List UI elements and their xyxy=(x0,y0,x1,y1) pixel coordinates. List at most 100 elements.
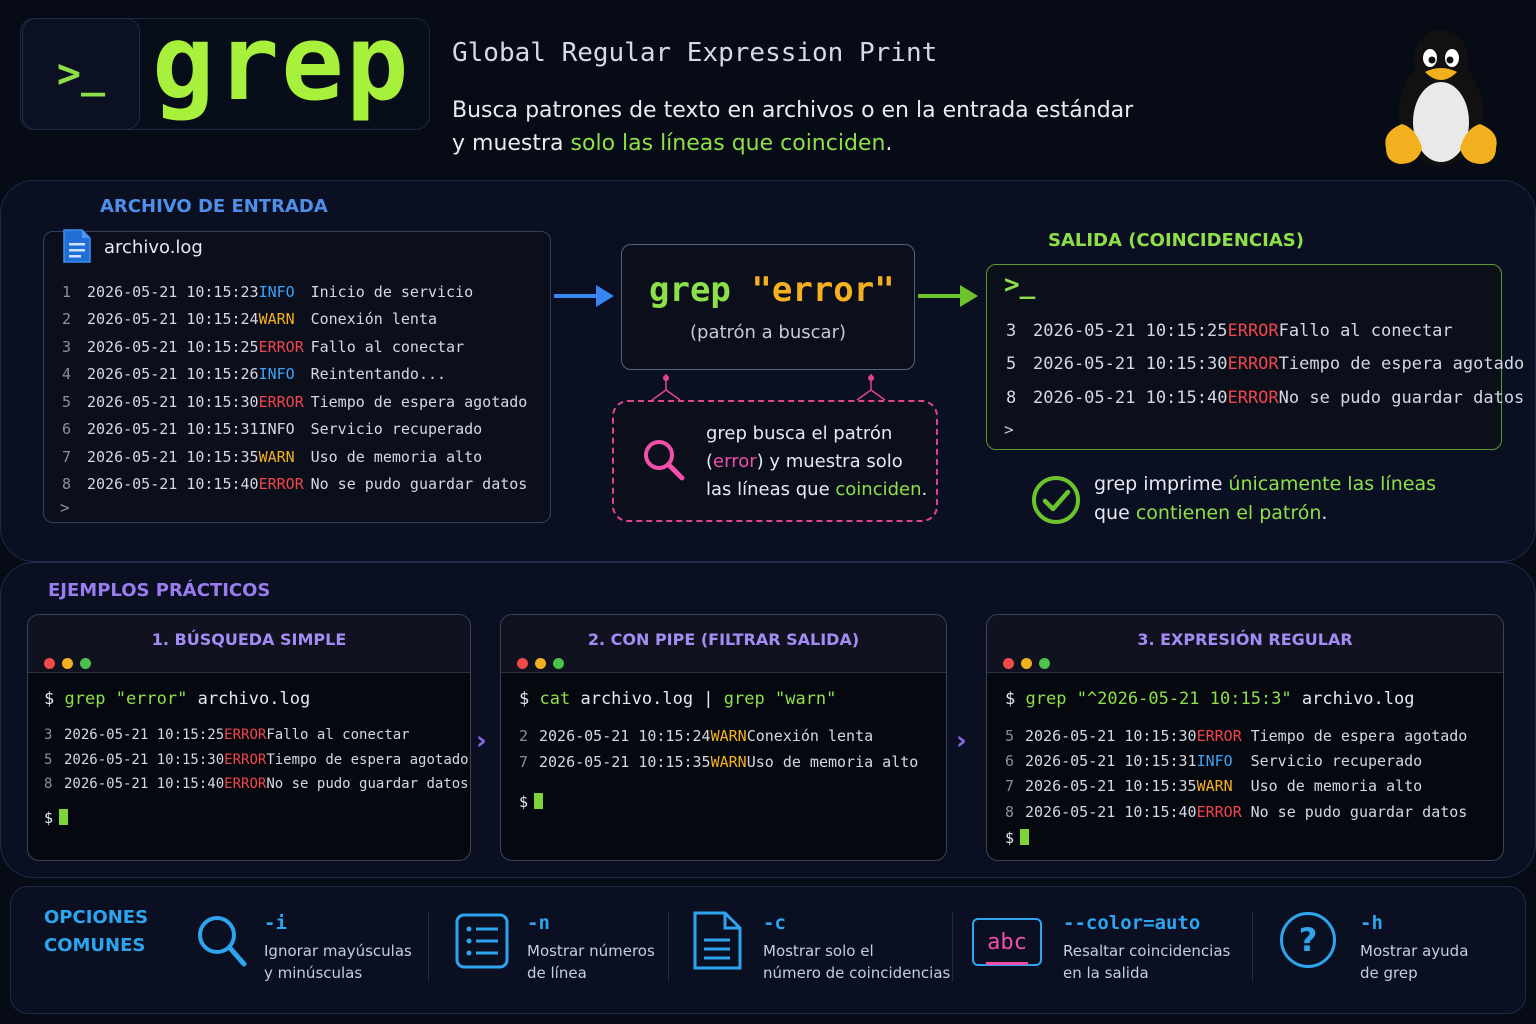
input-file-card xyxy=(43,231,551,523)
log-message: Fallo al conectar xyxy=(310,337,465,356)
log-message: Uso de memoria alto xyxy=(310,447,483,466)
option-divider xyxy=(428,912,429,982)
note-highlight: contienen el patrón xyxy=(1135,502,1322,524)
document-icon xyxy=(693,911,742,970)
log-line: 7 2026-05-21 10:15:35 WARN Uso de memoria… xyxy=(62,443,527,471)
option-description-line: número de coincidencias xyxy=(763,964,951,982)
terminal-cursor-line[interactable]: $ xyxy=(44,809,69,827)
log-message: No se pudo guardar datos xyxy=(1278,387,1525,408)
line-number: 7 xyxy=(1005,777,1015,796)
timestamp: 2026-05-21 10:15:40 xyxy=(1033,387,1228,408)
line-number: 2 xyxy=(62,310,72,329)
explanation-text-part: . xyxy=(921,479,928,500)
explanation-highlight: error xyxy=(713,451,757,472)
explanation-text: grep busca el patrón (error) y muestra s… xyxy=(706,420,927,504)
file-icon xyxy=(63,229,91,263)
maximize-dot-icon xyxy=(80,658,91,669)
option-description-line: de línea xyxy=(527,964,587,982)
option-description-line: Mostrar números xyxy=(527,942,655,960)
minimize-dot-icon xyxy=(1021,658,1032,669)
explanation-text-part: ) y muestra solo xyxy=(756,451,903,472)
example-card-simple-search: 1. BÚSQUEDA SIMPLE $ grep "error" archiv… xyxy=(27,614,471,861)
terminal-cursor-line[interactable]: $ xyxy=(519,793,544,811)
log-level: ERROR xyxy=(258,392,304,411)
option-description-line: Resaltar coincidencias xyxy=(1063,942,1231,960)
log-message: Inicio de servicio xyxy=(310,282,474,301)
timestamp: 2026-05-21 10:15:35 xyxy=(87,447,259,466)
cursor-block xyxy=(534,793,544,809)
logo-word: grep xyxy=(152,2,411,124)
options-title-line: OPCIONES xyxy=(44,907,149,928)
chevron-right-icon: › xyxy=(956,726,967,756)
option-description-line: en la salida xyxy=(1063,964,1149,982)
example-command: $ cat archivo.log | grep "warn" xyxy=(519,689,836,709)
explanation-box xyxy=(612,400,938,522)
line-number: 1 xyxy=(62,282,72,301)
log-level: WARN xyxy=(710,727,747,745)
grep-command: grep "error" xyxy=(649,270,895,310)
cursor-block xyxy=(1020,829,1030,845)
command-pattern: "warn" xyxy=(774,689,837,709)
window-controls xyxy=(44,658,91,669)
arrow-right-icon xyxy=(918,285,978,307)
log-level: INFO xyxy=(1196,751,1233,770)
options-section-title: OPCIONES COMUNES xyxy=(44,904,148,960)
log-level: WARN xyxy=(258,447,295,466)
page-description: Busca patrones de texto en archivos o en… xyxy=(452,94,1133,160)
command-name: grep xyxy=(723,689,765,709)
connector-lines xyxy=(651,374,886,401)
help-icon: ? xyxy=(1280,912,1336,968)
arrow-right-icon xyxy=(554,285,614,307)
description-line-1: Busca patrones de texto en archivos o en… xyxy=(452,98,1134,123)
timestamp: 2026-05-21 10:15:24 xyxy=(539,727,711,745)
option-divider xyxy=(668,912,669,982)
option-description-h: Mostrar ayuda de grep xyxy=(1360,940,1468,984)
option-divider xyxy=(1252,912,1253,982)
log-message: Reintentando... xyxy=(310,365,447,384)
command-name: grep xyxy=(1025,689,1067,709)
timestamp: 2026-05-21 10:15:31 xyxy=(1025,751,1197,770)
example-title: 3. EXPRESIÓN REGULAR xyxy=(1137,630,1353,649)
log-level: INFO xyxy=(258,365,295,384)
prompt-symbol: $ xyxy=(519,689,530,709)
output-section-title: SALIDA (COINCIDENCIAS) xyxy=(1048,230,1304,251)
option-description-color: Resaltar coincidencias en la salida xyxy=(1063,940,1230,984)
prompt-symbol: $ xyxy=(44,809,54,827)
log-message: Tiempo de espera agotado xyxy=(1278,354,1525,375)
log-message: No se pudo guardar datos xyxy=(310,475,528,494)
line-number: 6 xyxy=(62,420,72,439)
option-flag-i: -i xyxy=(264,912,287,934)
line-number: 3 xyxy=(1006,320,1017,341)
log-level: ERROR xyxy=(258,337,304,356)
terminal-cursor-line[interactable]: $ xyxy=(1005,829,1030,847)
example-title: 1. BÚSQUEDA SIMPLE xyxy=(151,630,347,649)
example-card-regex: 3. EXPRESIÓN REGULAR $ grep "^2026-05-21… xyxy=(986,614,1504,861)
log-level: ERROR xyxy=(1227,387,1279,408)
log-level: ERROR xyxy=(224,727,267,744)
command-pattern: "error" xyxy=(751,270,895,310)
log-message: No se pudo guardar datos xyxy=(266,776,469,793)
terminal-prompt-icon: >_ xyxy=(1004,270,1036,300)
command-pattern: "error" xyxy=(115,689,188,709)
description-text: y muestra xyxy=(452,131,571,156)
line-number: 7 xyxy=(62,447,72,466)
output-terminal-card xyxy=(986,264,1502,450)
grep-command-hint: (patrón a buscar) xyxy=(690,322,846,343)
line-number: 5 xyxy=(1005,726,1015,745)
log-message: Uso de memoria alto xyxy=(746,753,919,771)
note-text: que xyxy=(1094,502,1136,524)
explanation-line: grep busca el patrón xyxy=(706,423,893,444)
tux-penguin-icon xyxy=(1385,30,1497,166)
option-description-line: y minúsculas xyxy=(264,964,363,982)
close-dot-icon xyxy=(517,658,528,669)
window-controls xyxy=(517,658,564,669)
